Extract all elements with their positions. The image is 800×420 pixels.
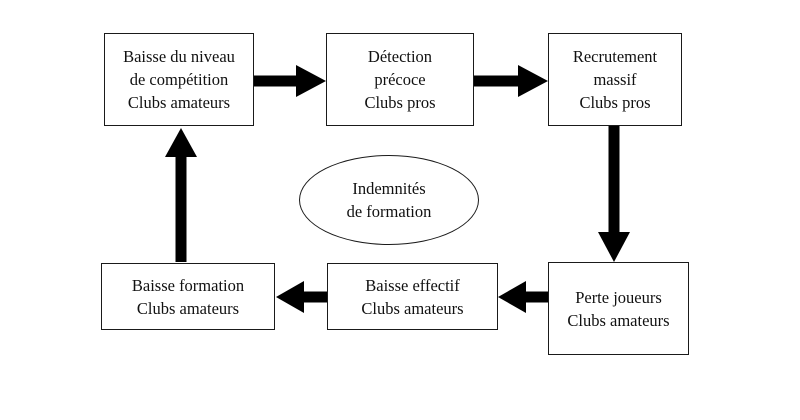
arrow-perte-joueurs-to-baisse-effectif xyxy=(498,281,548,313)
center-ellipse-line-1: Indemnités xyxy=(352,179,426,198)
node-baisse-niveau-line-1: Baisse du niveau xyxy=(123,47,235,66)
arrow-baisse-niveau-to-detection xyxy=(254,65,326,97)
center-ellipse-line-2: de formation xyxy=(346,202,432,221)
node-baisse-niveau-line-2: de compétition xyxy=(129,70,229,89)
node-baisse-formation: Baisse formation Clubs amateurs xyxy=(101,263,275,330)
node-recrutement-line-1: Recrutement xyxy=(572,47,658,66)
arrow-detection-to-recrutement xyxy=(474,65,548,97)
node-baisse-effectif: Baisse effectif Clubs amateurs xyxy=(327,263,498,330)
node-baisse-formation-line-1: Baisse formation xyxy=(131,275,245,295)
node-baisse-niveau-line-3: Clubs amateurs xyxy=(127,93,231,112)
node-recrutement: Recrutement massif Clubs pros xyxy=(548,33,682,126)
node-baisse-effectif-line-2: Clubs amateurs xyxy=(361,298,464,318)
center-ellipse: Indemnités de formation xyxy=(299,155,479,245)
node-detection-line-2: précoce xyxy=(374,70,426,89)
node-recrutement-line-2: massif xyxy=(593,70,637,89)
node-baisse-effectif-line-1: Baisse effectif xyxy=(365,275,460,295)
node-detection-line-1: Détection xyxy=(367,47,433,66)
node-detection-line-3: Clubs pros xyxy=(364,93,436,112)
arrow-baisse-effectif-to-baisse-formation xyxy=(276,281,327,313)
node-recrutement-line-3: Clubs pros xyxy=(579,93,651,112)
node-perte-joueurs: Perte joueurs Clubs amateurs xyxy=(548,262,689,355)
node-baisse-formation-line-2: Clubs amateurs xyxy=(136,298,240,318)
node-detection: Détection précoce Clubs pros xyxy=(326,33,474,126)
node-baisse-niveau: Baisse du niveau de compétition Clubs am… xyxy=(104,33,254,126)
node-perte-joueurs-line-1: Perte joueurs xyxy=(575,287,662,307)
node-perte-joueurs-line-2: Clubs amateurs xyxy=(567,310,670,330)
arrow-recrutement-to-perte-joueurs xyxy=(598,126,630,262)
arrow-baisse-formation-to-baisse-niveau xyxy=(165,128,197,262)
